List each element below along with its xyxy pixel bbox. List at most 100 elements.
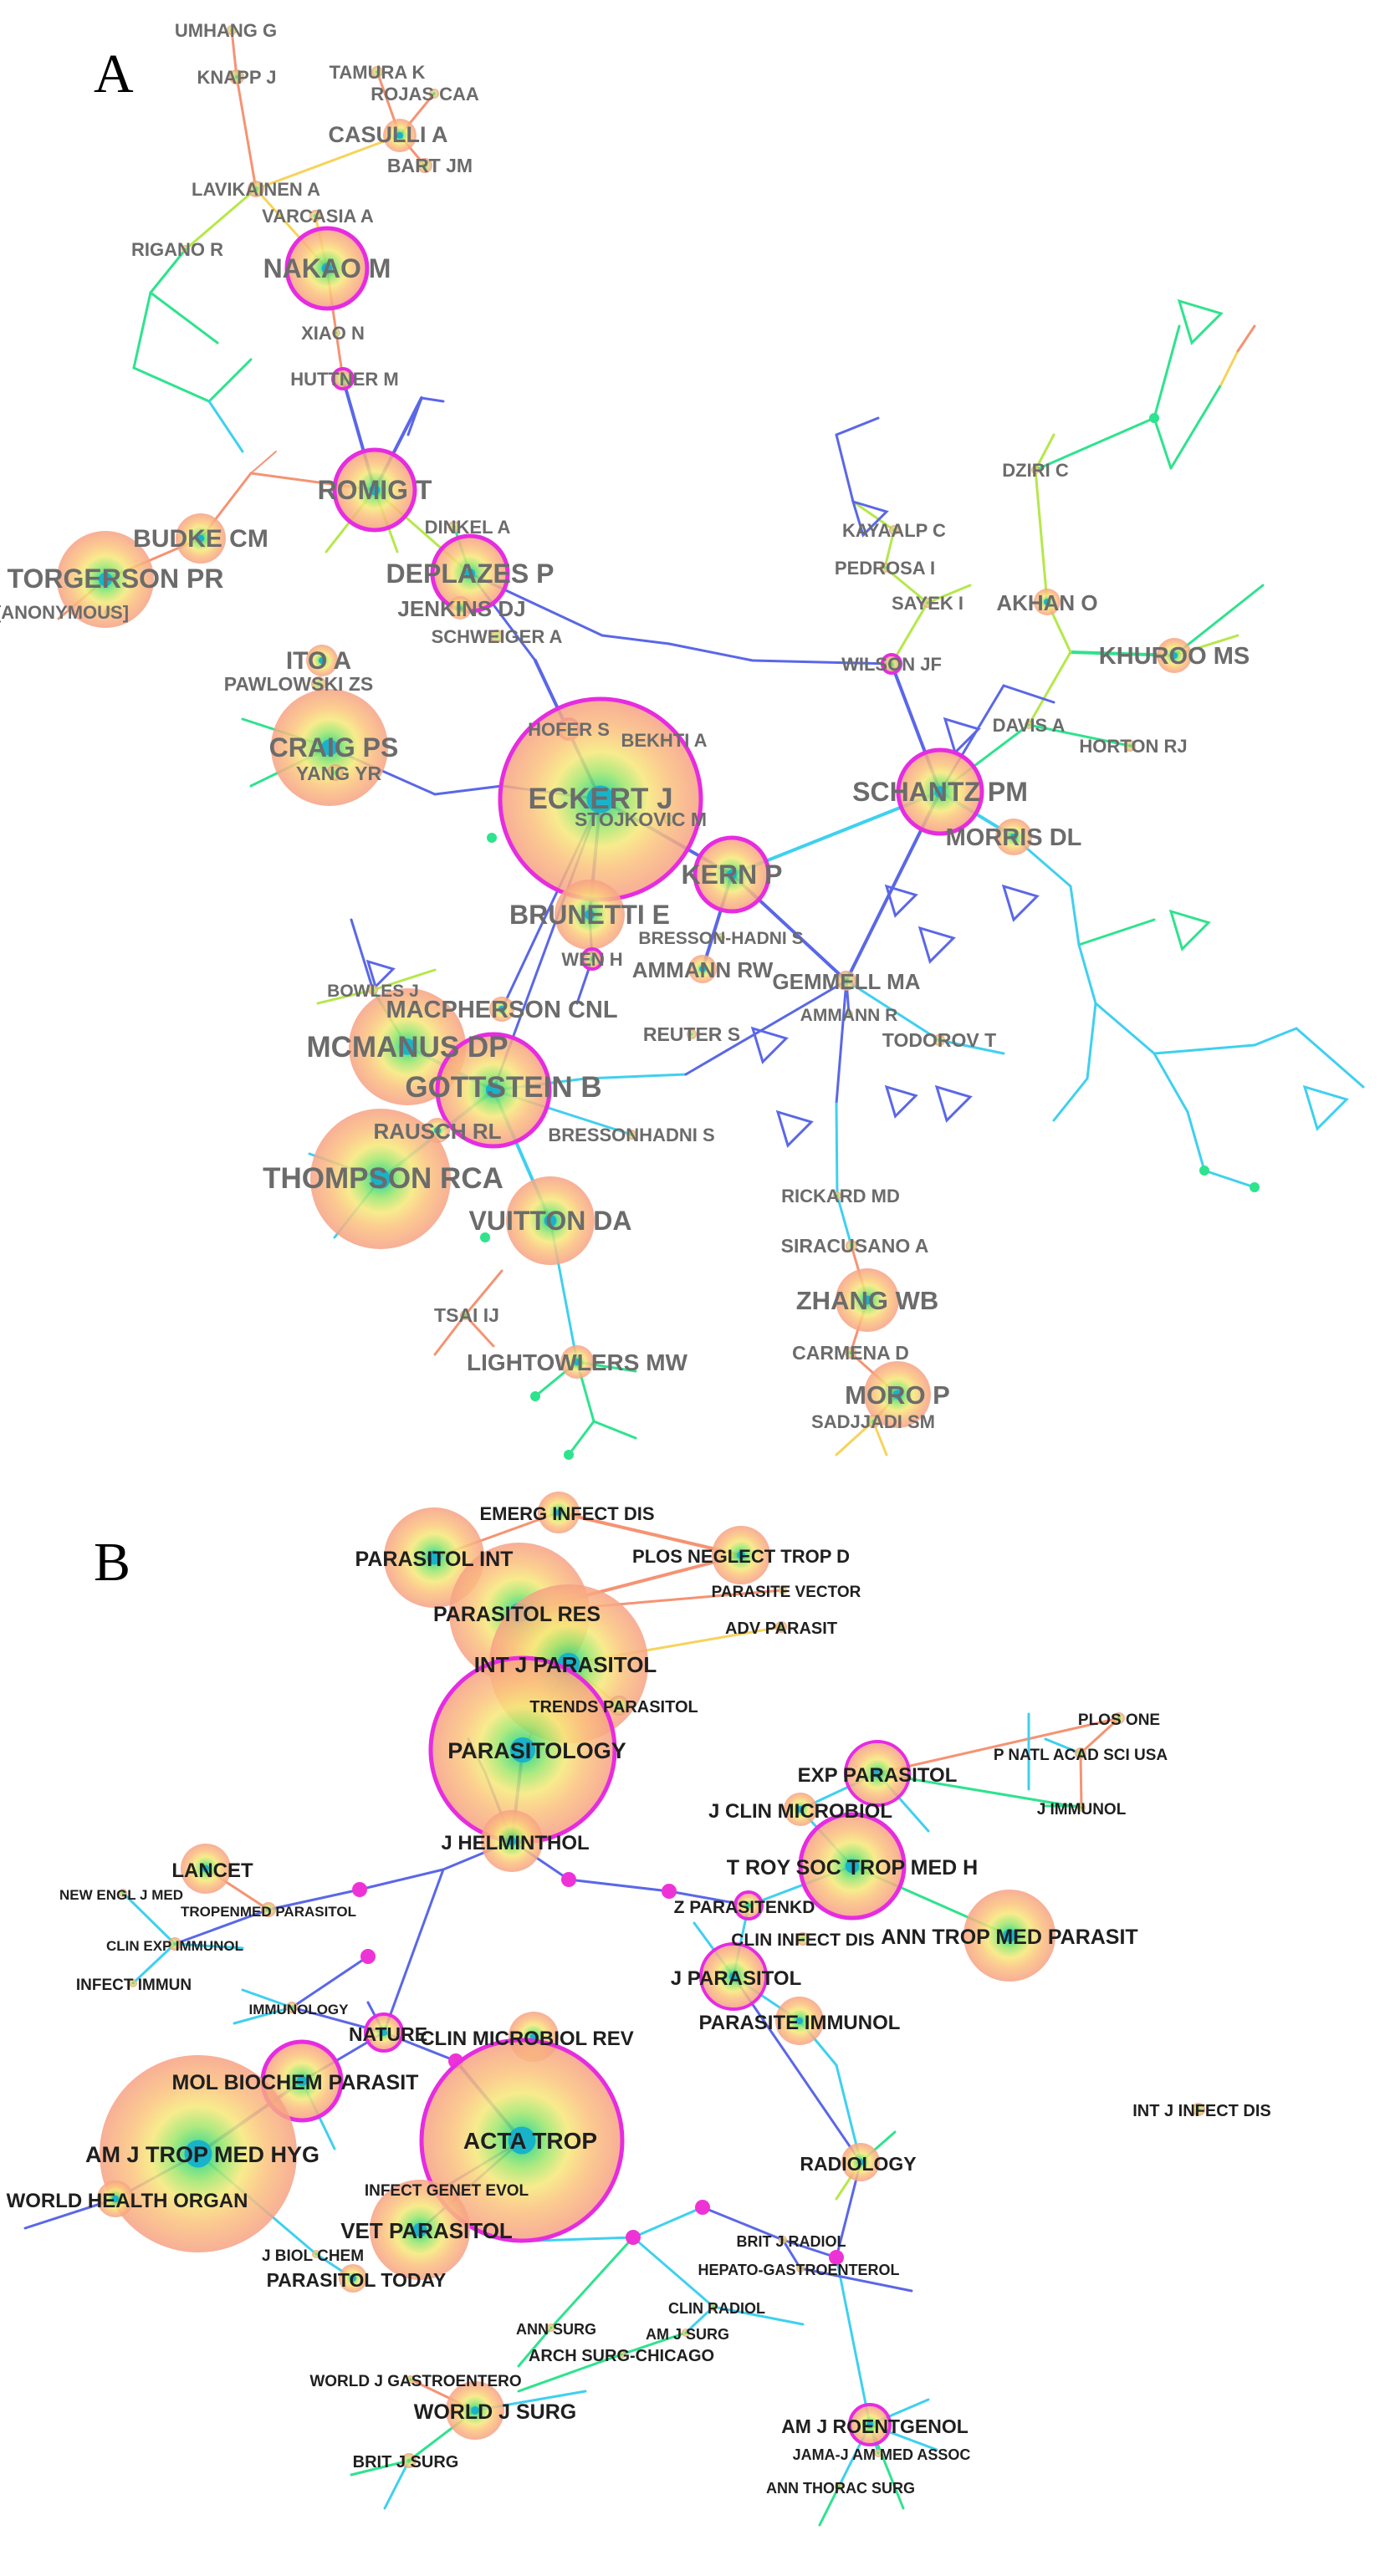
node-label-lightowlers: LIGHTOWLERS MW [467, 1349, 687, 1375]
node-label-emerg: EMERG INFECT DIS [479, 1503, 654, 1524]
node-label-todorov: TODOROV T [882, 1029, 996, 1051]
node-label-jbiolchem: J BIOL CHEM [262, 2247, 364, 2265]
node-label-pnas: P NATL ACAD SCI USA [994, 1747, 1168, 1764]
node-jama [874, 2449, 882, 2457]
node-label-advparasit: ADV PARASIT [725, 1620, 837, 1638]
node-label-zparasitenkd: Z PARASITENKD [674, 1898, 815, 1917]
node-label-worldjsurg: WORLD J SURG [414, 2400, 576, 2424]
node-lavikainen [248, 181, 264, 197]
node-jenkins [448, 596, 472, 620]
node-core-morris [1010, 834, 1017, 840]
node-rojas [429, 89, 439, 99]
node-label-jama: JAMA-J AM MED ASSOC [793, 2446, 971, 2463]
node-clinradiol [709, 2303, 718, 2311]
node-label-jhelminthol: J HELMINTHOL [441, 1832, 589, 1854]
node-britjsurg [401, 2453, 417, 2468]
node-label-ammannrw: AMMANN RW [632, 957, 774, 982]
node-core-molbiochem [296, 2075, 308, 2087]
node-label-parasiteimmunol: PARASITE IMMUNOL [699, 2012, 901, 2034]
node-label-parasitology: PARASITOLOGY [447, 1738, 626, 1763]
node-core-torgerson [98, 572, 113, 587]
node-newengl [119, 1889, 127, 1897]
node-label-mcmanus: MCMANUS DP [306, 1031, 508, 1064]
node-core-troysoc [845, 1859, 860, 1874]
node-label-expparasitol: EXP PARASITOL [798, 1764, 958, 1787]
node-label-knapp: KNAPP J [197, 67, 277, 88]
node-label-britjsurg: BRIT J SURG [353, 2453, 459, 2471]
node-label-pawlowski: PAWLOWSKI ZS [224, 673, 373, 695]
node-core-jclinmicrobiol [797, 1806, 804, 1813]
node-advparasit [775, 1621, 787, 1633]
node-wilson [884, 656, 899, 671]
node-core-eckert [586, 785, 615, 814]
node-label-anntrop: ANN TROP MED PARASIT [881, 1926, 1137, 1949]
node-label-kayaalp: KAYAALP C [842, 520, 946, 541]
node-label-jclinmicrobiol: J CLIN MICROBIOL [708, 1800, 892, 1823]
node-label-vetparasitol: VET PARASITOL [340, 2218, 513, 2243]
panel-a-nodes [57, 25, 1192, 1428]
node-clinexpimmunol [168, 1937, 181, 1951]
node-rigano [181, 245, 190, 253]
node-core-expparasitol [872, 1768, 882, 1778]
node-label-stojkovic: STOJKOVIC M [575, 809, 707, 830]
node-label-troysoc: T ROY SOC TROP MED H [727, 1856, 979, 1880]
node-label-clininfectdis: CLIN INFECT DIS [731, 1931, 875, 1950]
node-core-amjtrop [184, 2140, 212, 2168]
node-label-torgerson: TORGERSON PR [8, 564, 224, 594]
node-core-khuroo [1171, 652, 1178, 659]
node-label-budke: BUDKE CM [133, 525, 268, 553]
node-ring-troysoc [798, 1812, 907, 1921]
node-todorov [933, 1034, 945, 1046]
node-label-intjinfectdis: INT J INFECT DIS [1132, 2102, 1271, 2120]
node-ring-zparasitenkd [733, 1890, 764, 1921]
node-dziri [1031, 466, 1040, 474]
node-label-clinexpimmunol: CLIN EXP IMMUNOL [106, 1938, 243, 1954]
node-jimmunol [1077, 1803, 1086, 1812]
node-stojkovic [664, 814, 674, 824]
node-label-eckert: ECKERT J [528, 783, 672, 815]
node-core-jparasitol [728, 1972, 739, 1982]
node-core-zhangwb [862, 1295, 872, 1305]
node-label-schweiger: SCHWEIGER A [432, 626, 563, 647]
node-ammannr [845, 1010, 853, 1018]
node-huttner [335, 370, 351, 387]
node-bressonhadnis [626, 1130, 636, 1140]
node-hepato [796, 2264, 805, 2272]
node-umhang [227, 25, 237, 35]
node-label-parasitolint: PARASITOL INT [355, 1548, 514, 1571]
node-core-kern [727, 870, 737, 880]
node-wenh [584, 951, 601, 967]
node-worldjgastro [406, 2375, 415, 2384]
node-label-reuter: REUTER S [643, 1023, 740, 1045]
node-core-akhan [1044, 599, 1050, 605]
node-label-infectimmun: INFECT IMMUN [76, 1977, 192, 1994]
node-label-schantz: SCHANTZ PM [852, 777, 1028, 807]
node-core-worldjsurg [471, 2406, 479, 2415]
node-label-pedrosa: PEDROSA I [835, 558, 935, 579]
node-label-rickard: RICKARD MD [781, 1186, 900, 1206]
node-ring-kern [693, 835, 771, 914]
node-bart [417, 158, 432, 173]
node-amjsurg [682, 2329, 690, 2337]
node-parasitevector [779, 1586, 787, 1594]
node-label-rojas: ROJAS CAA [371, 84, 479, 105]
node-intjinfectdis [1192, 2103, 1205, 2116]
node-ring-amjroent [848, 2403, 892, 2446]
node-ring-schantz [896, 747, 984, 836]
node-label-actatrop: ACTA TROP [463, 2128, 597, 2154]
node-ring-gottstein [435, 1032, 552, 1149]
node-label-bressonhadnis: BRESSONHADNI S [548, 1125, 714, 1145]
node-core-plosntd [737, 1551, 745, 1559]
node-label-yang: YANG YR [296, 763, 382, 784]
node-core-gottstein [485, 1082, 502, 1099]
node-label-bressonhadni_s: BRESSON-HADNI S [638, 929, 803, 948]
node-horton [1124, 740, 1136, 752]
node-bressonhadni_s [717, 933, 725, 941]
node-xiao [332, 329, 340, 337]
node-core-nature [381, 2029, 387, 2036]
node-yang [327, 764, 344, 781]
node-label-brunetti: BRUNETTI E [509, 900, 670, 930]
node-rickard [833, 1191, 841, 1200]
